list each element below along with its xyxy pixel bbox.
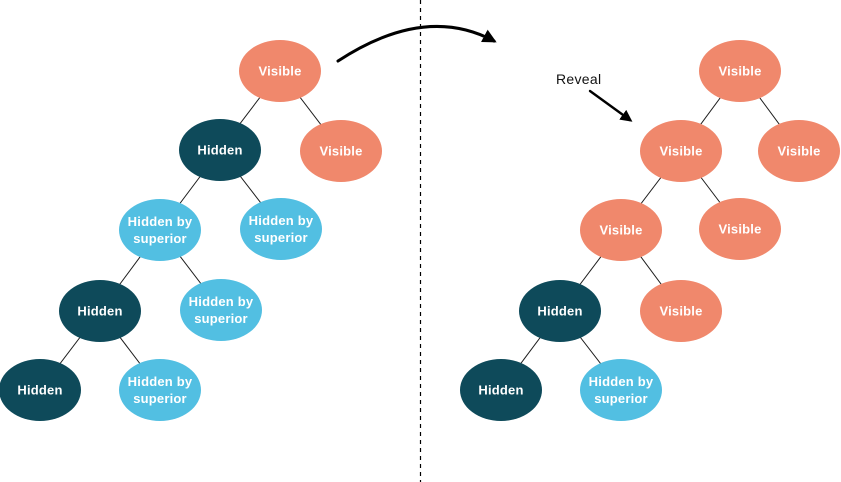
node-ellipse-visible bbox=[239, 40, 321, 102]
node-ellipse-visible bbox=[300, 120, 382, 182]
node-label: Hidden bbox=[17, 383, 62, 398]
node-label: Hidden bbox=[537, 304, 582, 319]
node-label: Visible bbox=[718, 222, 761, 237]
node-ellipse-hidden_by_superior bbox=[119, 359, 201, 421]
before-node-7-hidden: Hidden bbox=[0, 359, 81, 421]
node-ellipse-visible bbox=[699, 40, 781, 102]
after-node-3-visible: Visible bbox=[580, 199, 662, 261]
node-label: Visible bbox=[659, 304, 702, 319]
node-ellipse-hidden bbox=[460, 359, 542, 421]
before-node-5-hidden: Hidden bbox=[59, 280, 141, 342]
node-ellipse-hidden bbox=[59, 280, 141, 342]
node-label: Visible bbox=[777, 144, 820, 159]
node-ellipse-hidden_by_superior bbox=[580, 359, 662, 421]
node-ellipse-visible bbox=[580, 199, 662, 261]
node-label: Visible bbox=[258, 64, 301, 79]
after-node-6-visible: Visible bbox=[640, 280, 722, 342]
after-node-4-visible: Visible bbox=[699, 198, 781, 260]
node-ellipse-visible bbox=[699, 198, 781, 260]
node-ellipse-hidden bbox=[179, 119, 261, 181]
reveal-arrow bbox=[588, 89, 633, 122]
node-label: Visible bbox=[659, 144, 702, 159]
node-ellipse-hidden bbox=[519, 280, 601, 342]
after-node-1-visible: Visible bbox=[640, 120, 722, 182]
node-ellipse-hidden_by_superior bbox=[119, 199, 201, 261]
after-node-5-hidden: Hidden bbox=[519, 280, 601, 342]
node-label: Hidden bbox=[77, 304, 122, 319]
node-label: Visible bbox=[718, 64, 761, 79]
node-label: Visible bbox=[599, 223, 642, 238]
before-node-0-visible: Visible bbox=[239, 40, 321, 102]
node-ellipse-hidden_by_superior bbox=[240, 198, 322, 260]
node-ellipse-hidden_by_superior bbox=[180, 279, 262, 341]
node-ellipse-visible bbox=[758, 120, 840, 182]
node-label: Visible bbox=[319, 144, 362, 159]
before-node-1-hidden: Hidden bbox=[179, 119, 261, 181]
after-node-7-hidden: Hidden bbox=[460, 359, 542, 421]
node-label: Hidden bbox=[478, 383, 523, 398]
reveal-label: Reveal bbox=[556, 71, 602, 87]
after-node-0-visible: Visible bbox=[699, 40, 781, 102]
node-ellipse-hidden bbox=[0, 359, 81, 421]
after-node-2-visible: Visible bbox=[758, 120, 840, 182]
node-label: Hidden bbox=[197, 143, 242, 158]
node-ellipse-visible bbox=[640, 120, 722, 182]
before-node-2-visible: Visible bbox=[300, 120, 382, 182]
node-ellipse-visible bbox=[640, 280, 722, 342]
transition-arrow bbox=[336, 25, 497, 63]
